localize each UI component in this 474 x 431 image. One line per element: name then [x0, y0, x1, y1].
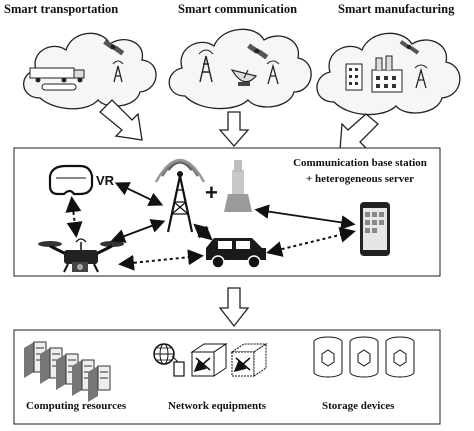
globe-icon [153, 343, 185, 377]
plus-sign: + [205, 180, 218, 205]
link-vr-tower [114, 182, 164, 206]
factory-icon [345, 55, 403, 93]
truck-icon [29, 67, 85, 91]
link-tower-car [193, 223, 213, 241]
drone-icon [38, 238, 124, 273]
server-icon [24, 341, 111, 402]
cell-tower-icon [414, 64, 428, 89]
storage-drum-icon [313, 336, 343, 378]
cloud-label-communication: Smart communication [178, 2, 298, 16]
network-switch-icon [232, 343, 268, 376]
vr-headset-icon [48, 164, 94, 196]
cell-tower-icon [266, 60, 280, 85]
car-icon [206, 238, 266, 269]
cloud-communication [168, 28, 312, 110]
station-label-line2: + heterogeneous server [305, 173, 415, 185]
link-drone-tower [110, 219, 166, 243]
smartphone-icon [360, 202, 390, 256]
link-server-phone [254, 204, 356, 230]
cloud-label-manufacturing: Smart manufacturing [338, 2, 455, 16]
arrow-manufacturing-down [339, 113, 379, 151]
cell-tower-icon [112, 60, 124, 83]
cloud-label-transportation: Smart transportation [4, 2, 119, 16]
satellite-icon [103, 39, 125, 56]
storage-drum-icon [385, 336, 415, 378]
link-car-phone [266, 227, 356, 257]
satellite-icon [399, 40, 420, 55]
vr-label: VR [96, 173, 115, 188]
computing-resources-label: Computing resources [26, 400, 127, 412]
link-drone-car [118, 249, 204, 271]
network-switch-icon [192, 343, 228, 376]
satellite-dish-icon [230, 69, 258, 86]
arrow-communication-down [218, 111, 250, 147]
server-icon [224, 160, 252, 212]
arrow-resources-down [218, 287, 250, 328]
arrow-transport-down [99, 99, 143, 141]
network-equipments-label: Network equipments [168, 400, 267, 412]
storage-drum-icon [349, 336, 379, 378]
cell-tower-icon [154, 158, 206, 233]
satellite-icon [247, 43, 269, 60]
cell-tower-icon [198, 49, 214, 83]
station-label-line1: Communication base station [293, 157, 427, 169]
storage-devices-label: Storage devices [322, 400, 395, 412]
